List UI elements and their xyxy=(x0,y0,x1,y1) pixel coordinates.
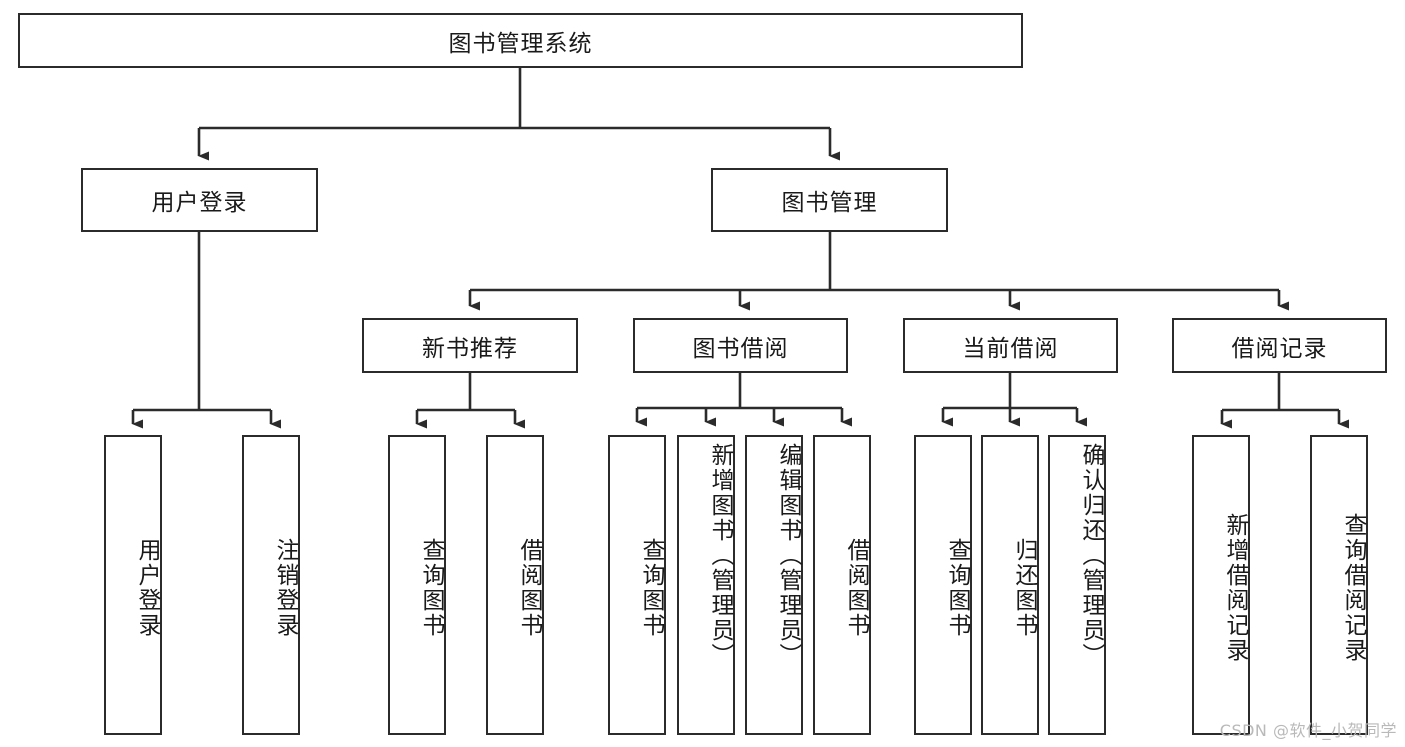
node-new-book-recommend[interactable]: 新书推荐 xyxy=(362,318,578,373)
leaf-query-book-recommend[interactable]: 查询图书 xyxy=(388,435,446,735)
leaf-add-borrow-record[interactable]: 新增借阅记录 xyxy=(1192,435,1250,735)
leaf-user-login[interactable]: 用户登录 xyxy=(104,435,162,735)
leaf-add-book-admin[interactable]: 新增图书（管理员） xyxy=(677,435,735,735)
csdn-watermark: CSDN @软件_小贺同学 xyxy=(1219,721,1397,740)
node-borrow-record[interactable]: 借阅记录 xyxy=(1172,318,1387,373)
leaf-borrow-book[interactable]: 借阅图书 xyxy=(813,435,871,735)
node-book-borrow[interactable]: 图书借阅 xyxy=(633,318,848,373)
leaf-return-book[interactable]: 归还图书 xyxy=(981,435,1039,735)
leaf-query-book-borrow[interactable]: 查询图书 xyxy=(608,435,666,735)
leaf-borrow-book-recommend[interactable]: 借阅图书 xyxy=(486,435,544,735)
node-user-login[interactable]: 用户登录 xyxy=(81,168,318,232)
leaf-edit-book-admin[interactable]: 编辑图书（管理员） xyxy=(745,435,803,735)
leaf-query-borrow-record[interactable]: 查询借阅记录 xyxy=(1310,435,1368,735)
node-root-system[interactable]: 图书管理系统 xyxy=(18,13,1023,68)
leaf-query-book-current[interactable]: 查询图书 xyxy=(914,435,972,735)
leaf-confirm-return-admin[interactable]: 确认归还（管理员） xyxy=(1048,435,1106,735)
node-book-management[interactable]: 图书管理 xyxy=(711,168,948,232)
leaf-logout[interactable]: 注销登录 xyxy=(242,435,300,735)
node-current-borrow[interactable]: 当前借阅 xyxy=(903,318,1118,373)
